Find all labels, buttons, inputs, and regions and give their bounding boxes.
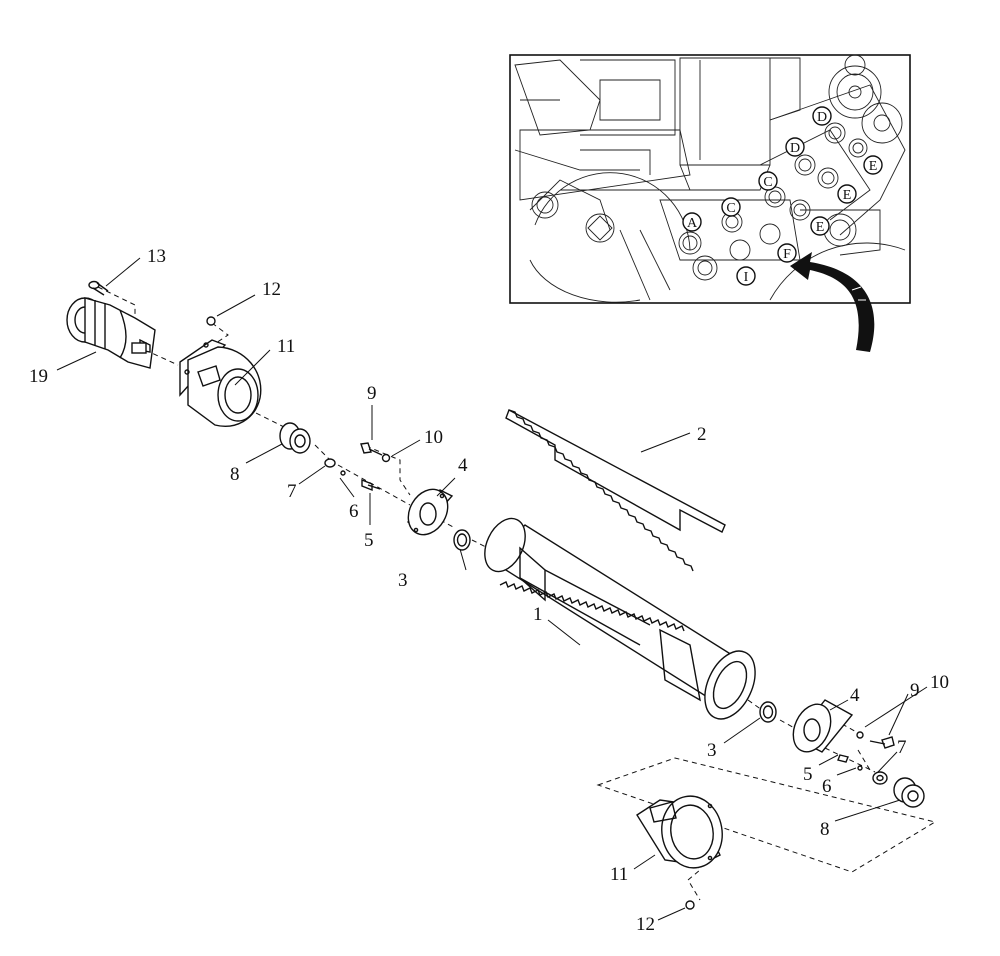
- callout-8-right: 8: [820, 819, 830, 840]
- callout-1: 1: [533, 604, 543, 625]
- callout-11-bottom: 11: [610, 864, 628, 885]
- callout-leaders: [56, 257, 928, 921]
- inset-letter-c: C: [726, 201, 735, 216]
- callout-4-left: 4: [458, 455, 468, 476]
- callout-7-right: 7: [897, 737, 907, 758]
- callout-6-right: 6: [822, 776, 832, 797]
- inset-frame: [509, 54, 911, 304]
- part-8-sprocket-left: [279, 422, 311, 454]
- callout-12-bottom: 12: [636, 914, 655, 935]
- locator-inset: A C C D D E E E F I: [509, 54, 911, 304]
- part-6-ball-right: [857, 765, 863, 771]
- part-12-nut-bottom: [685, 900, 695, 910]
- callout-4-right: 4: [850, 685, 860, 706]
- part-19-motor: [66, 297, 156, 369]
- callout-3-left: 3: [398, 570, 408, 591]
- inset-arc-left: [534, 172, 691, 251]
- callout-9-left: 9: [367, 383, 377, 404]
- part-3-ring-left: [453, 529, 471, 551]
- callout-19: 19: [29, 366, 48, 387]
- callout-9-right: 9: [910, 680, 920, 701]
- part-10-nut-right: [856, 731, 864, 739]
- inset-letter-markers: A C C D D E E E F I: [682, 106, 883, 286]
- callout-7-left: 7: [287, 481, 297, 502]
- part-10-nut-left: [381, 453, 391, 463]
- callout-10-left: 10: [424, 427, 443, 448]
- axis-line: [144, 349, 179, 366]
- part-13-bolt: [88, 280, 109, 296]
- part-8-sprocket-right: [893, 777, 925, 808]
- callout-labels: 13 19 12 11 8 7 6 5 9 10 4 2 3 1 3 4 10 …: [29, 246, 949, 935]
- part-1-drum: [484, 517, 756, 720]
- callout-5-right: 5: [803, 764, 813, 785]
- part-9-bolt-right: [869, 736, 895, 749]
- part-7-washer-left: [324, 458, 336, 468]
- callout-12-top: 12: [262, 279, 281, 300]
- part-6-ball-left: [340, 470, 346, 476]
- inset-letter-e: E: [869, 159, 878, 174]
- inset-arc-right: [769, 242, 906, 301]
- inset-letter-d: D: [790, 141, 800, 156]
- part-12-nut-top: [206, 316, 216, 326]
- inset-machine-frame: [514, 57, 906, 301]
- inset-letter-a: A: [687, 216, 698, 231]
- part-11-housing-bottom: [636, 795, 723, 869]
- inset-letter-f: F: [783, 247, 791, 262]
- inset-letter-i: I: [744, 270, 749, 285]
- inset-letter-d: D: [817, 110, 827, 125]
- callout-11-top: 11: [277, 336, 295, 357]
- part-4-flange-left: [406, 488, 454, 536]
- part-11-housing-top: [179, 339, 262, 427]
- part-2-serrated-strip: [505, 409, 726, 572]
- part-9-bolt-left: [360, 442, 383, 456]
- inset-letter-e: E: [843, 188, 852, 203]
- inset-rollers: [531, 54, 903, 281]
- callout-13: 13: [147, 246, 166, 267]
- part-5-bolt-right: [837, 754, 849, 763]
- part-5-bolt-left: [361, 478, 381, 492]
- callout-8-left: 8: [230, 464, 240, 485]
- location-arrow: [790, 252, 875, 352]
- callout-3-right: 3: [707, 740, 717, 761]
- part-7-washer-right: [872, 771, 888, 785]
- mount-bracket-outline: [596, 757, 937, 873]
- part-3-ring-right: [759, 701, 777, 723]
- callout-2: 2: [697, 424, 707, 445]
- inset-letter-c: C: [763, 175, 772, 190]
- callout-10-right: 10: [930, 672, 949, 693]
- callout-5-left: 5: [364, 530, 374, 551]
- inset-letter-e: E: [816, 220, 825, 235]
- callout-6-left: 6: [349, 501, 359, 522]
- part-4-flange-right: [792, 699, 854, 753]
